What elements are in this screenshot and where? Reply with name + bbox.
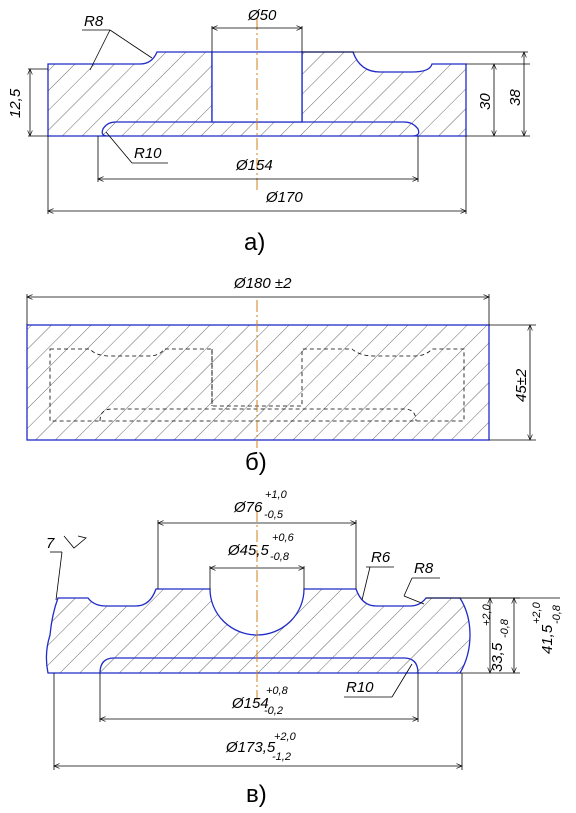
dim-154-a: Ø154 xyxy=(235,157,273,174)
dim-r6-c: R6 xyxy=(371,549,391,566)
tol-33-5-lower: -0,8 xyxy=(499,618,511,638)
leader-r6-c xyxy=(361,566,371,601)
tol-154-lower: -0,2 xyxy=(264,705,283,717)
leader-r8-c xyxy=(403,595,425,605)
dim-76-c: Ø76 xyxy=(233,499,263,516)
dim-45-b: 45±2 xyxy=(513,368,530,402)
roughness-value: 7 xyxy=(46,535,55,552)
roughness-mark: 7 xyxy=(46,535,87,601)
dim-173-5-c: Ø173,5 xyxy=(225,739,276,756)
figure-a-section xyxy=(47,51,467,137)
tol-33-5-upper: +2,0 xyxy=(481,603,493,626)
figure-c-section xyxy=(45,588,471,674)
caption-c: в) xyxy=(246,781,267,808)
tol-76-upper: +1,0 xyxy=(265,489,288,501)
hidden-outline-b xyxy=(49,348,465,422)
tol-41-5-upper: +2,0 xyxy=(531,601,543,624)
dim-r8-c: R8 xyxy=(414,560,434,577)
figure-c: Ø76 +1,0 -0,5 Ø45,5 +0,6 -0,8 R6 R8 7 33… xyxy=(45,489,563,808)
dim-45-5-c: Ø45,5 xyxy=(227,542,270,559)
leader-r8-a xyxy=(89,29,111,71)
caption-a: а) xyxy=(244,229,265,256)
tol-45-5-upper: +0,6 xyxy=(272,532,295,544)
hidden-cavity-b xyxy=(99,408,417,422)
tol-45-5-lower: -0,8 xyxy=(270,551,290,563)
figure-b-blank xyxy=(26,324,490,441)
dim-12-5: 12,5 xyxy=(7,88,24,118)
dim-33-5: 33,5 xyxy=(489,642,506,672)
figure-a: Ø50 R8 12,5 30 38 R10 Ø154 Ø170 а) xyxy=(7,7,530,256)
dim-r10-a: R10 xyxy=(134,145,162,162)
dim-180-b: Ø180 ±2 xyxy=(233,275,292,292)
leader-r10-c xyxy=(391,663,413,698)
dim-38: 38 xyxy=(507,89,524,106)
tol-173-5-lower: -1,2 xyxy=(272,751,291,763)
dim-r8-a: R8 xyxy=(84,13,104,30)
dim-bore-a: Ø50 xyxy=(247,7,277,24)
figure-b: Ø180 ±2 45±2 б) xyxy=(27,275,536,476)
tol-173-5-upper: +2,0 xyxy=(274,731,297,743)
tol-41-5-lower: -0,8 xyxy=(551,604,563,624)
dim-170-a: Ø170 xyxy=(265,189,303,206)
caption-b: б) xyxy=(245,449,267,476)
dim-154-c: Ø154 xyxy=(231,695,269,712)
leader-r8-a xyxy=(109,29,153,59)
dim-30: 30 xyxy=(477,93,494,110)
tol-154-upper: +0,8 xyxy=(266,685,289,697)
leader-r8-c xyxy=(403,577,413,597)
leader-r10-a xyxy=(105,131,133,164)
tol-76-lower: -0,5 xyxy=(264,509,284,521)
dim-r10-c: R10 xyxy=(346,679,374,696)
dim-41-5: 41,5 xyxy=(539,624,556,654)
